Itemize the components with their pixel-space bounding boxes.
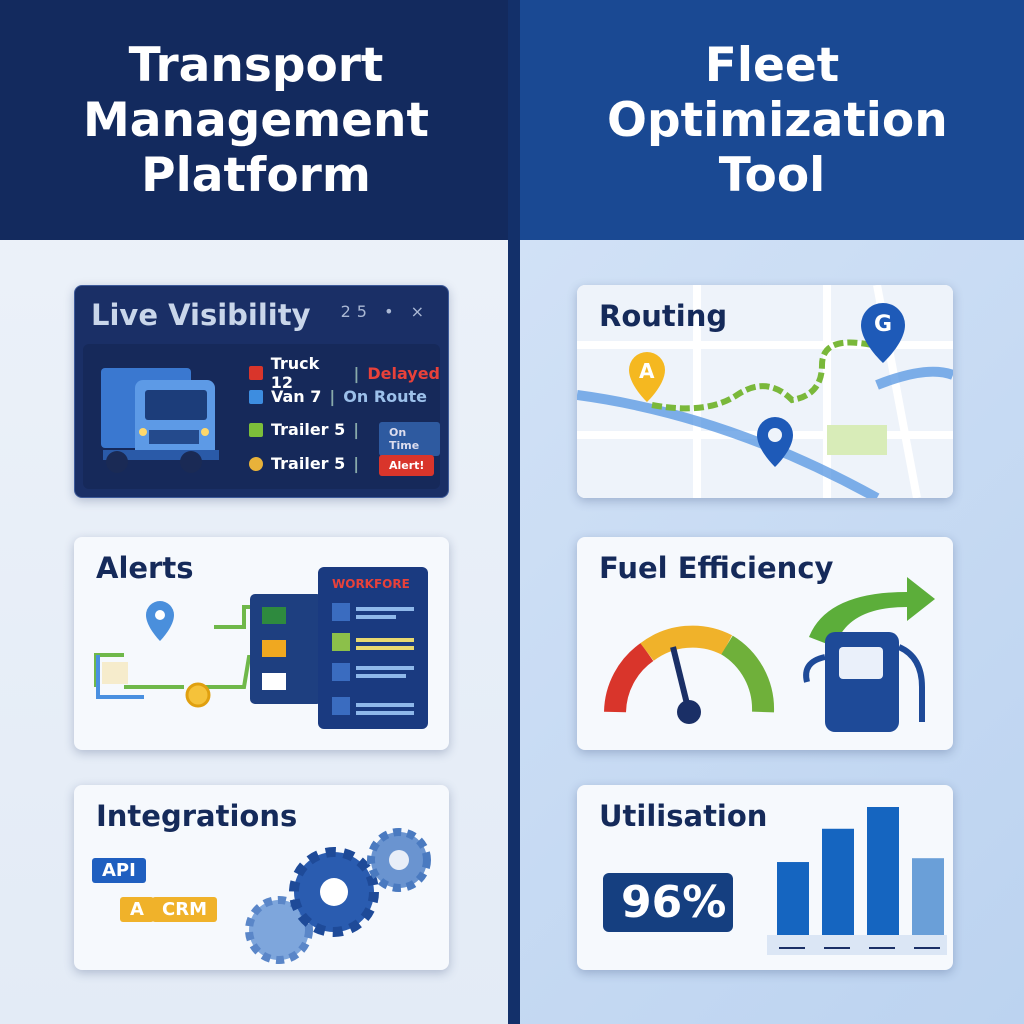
bar-tick-label — [914, 947, 940, 949]
bar — [867, 807, 899, 935]
utilisation-bar-chart — [767, 807, 947, 955]
alert-badge: Alert! — [379, 455, 435, 476]
vehicle-panel: Truck 12 | Delayed Van 7 | On Route Trailer … — [83, 344, 440, 489]
left-title: Transport Management Platform — [83, 37, 429, 203]
crm-tag: CRM — [152, 897, 217, 922]
fuel-efficiency-card: Fuel Efficiency — [577, 537, 953, 750]
utilisation-title: Utilisation — [599, 799, 768, 833]
integrations-title: Integrations — [96, 799, 298, 833]
alert-dot-icon — [249, 456, 263, 471]
a-tag: A — [120, 897, 154, 922]
bar-tick-label — [869, 947, 895, 949]
api-tag: API — [92, 858, 146, 883]
separator: | — [353, 420, 360, 439]
card-controls: 25 • × — [341, 302, 430, 321]
alerts-title: Alerts — [96, 551, 194, 585]
vehicle-row[interactable]: Trailer 5 | — [249, 420, 359, 439]
fuel-gauge-illustration — [604, 577, 935, 732]
separator: | — [353, 454, 360, 473]
right-title: Fleet Optimization Tool — [607, 37, 948, 203]
routing-title: Routing — [599, 299, 728, 333]
left-header: Transport Management Platform — [0, 0, 512, 240]
separator: | — [329, 387, 336, 406]
left-column: Transport Management Platform Live Visib… — [0, 0, 512, 1024]
separator: | — [353, 363, 360, 383]
vehicle-name: Truck 12 — [270, 354, 320, 392]
chart-baseline — [767, 935, 947, 955]
vehicle-status: Delayed — [367, 363, 440, 383]
status-square-icon — [249, 389, 263, 404]
vehicle-row[interactable]: Truck 12 | Delayed — [249, 354, 440, 392]
vehicle-name: Van 7 — [271, 387, 322, 406]
vehicle-row[interactable]: Trailer 5 | — [249, 454, 359, 473]
vehicle-status: On Route — [343, 387, 428, 406]
live-visibility-title: Live Visibility — [91, 298, 311, 332]
on-time-badge: On Time — [379, 422, 440, 456]
gears-icon — [245, 828, 431, 964]
vehicle-name: Trailer 5 — [271, 420, 346, 439]
vehicle-name: Trailer 5 — [271, 454, 346, 473]
routing-card: Routing A G — [577, 285, 953, 498]
truck-icon — [101, 368, 219, 473]
utilisation-value: 96% — [603, 873, 733, 932]
fuel-efficiency-title: Fuel Efficiency — [599, 551, 834, 585]
count: 25 — [340, 302, 373, 321]
close-icon[interactable]: × — [410, 302, 430, 321]
dot-icon[interactable]: • — [384, 302, 400, 321]
vehicle-row[interactable]: Van 7 | On Route — [249, 387, 427, 406]
pin-g-label: G — [874, 312, 893, 337]
divider — [508, 0, 522, 1024]
bar-tick-label — [779, 947, 805, 949]
bar — [822, 828, 854, 935]
workflow-illustration — [94, 567, 428, 729]
right-header: Fleet Optimization Tool — [520, 0, 1024, 240]
right-column: Fleet Optimization Tool Routing A G Fuel… — [520, 0, 1024, 1024]
workflow-panel-title: WORKFORE — [332, 577, 410, 591]
utilisation-card: Utilisation 96% — [577, 785, 953, 970]
live-visibility-card: Live Visibility 25 • × Truck 12 | Delayed … — [74, 285, 449, 498]
bar — [777, 862, 809, 935]
pin-a-label: A — [639, 359, 655, 383]
bar — [912, 858, 944, 935]
bar-tick-label — [824, 947, 850, 949]
check-icon — [249, 422, 263, 437]
route-map[interactable] — [577, 285, 953, 498]
alerts-card: Alerts WORKFORE — [74, 537, 449, 750]
status-square-icon — [249, 366, 263, 380]
integrations-card: Integrations API A CRM — [74, 785, 449, 970]
